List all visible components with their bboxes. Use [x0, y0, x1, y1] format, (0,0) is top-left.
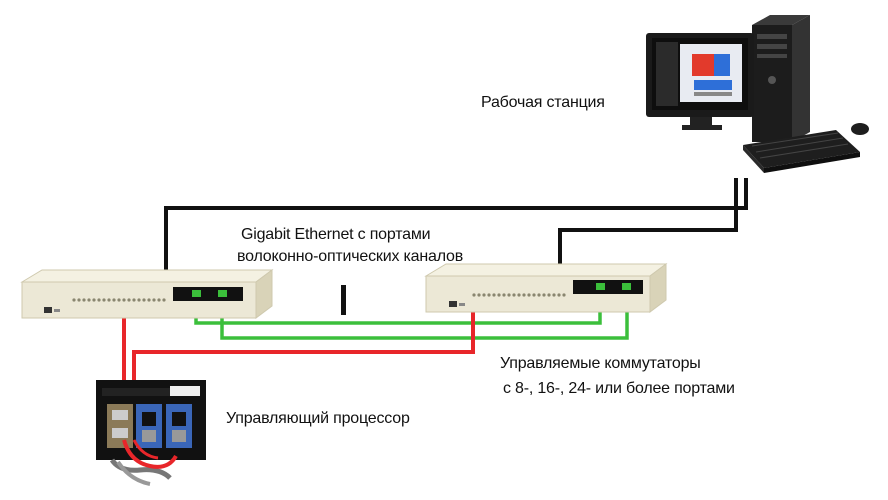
- control-processor-label: Управляющий процессор: [226, 410, 410, 427]
- ethernet-cable-left-switch: [164, 178, 748, 292]
- workstation-icon: [646, 15, 869, 173]
- managed-switches-label-line1: Управляемые коммутаторы: [500, 355, 701, 372]
- divider-mark: [341, 285, 346, 315]
- managed-switches-label-line2: с 8-, 16-, 24- или более портами: [503, 380, 735, 397]
- keyboard-icon: [743, 130, 860, 173]
- switch-icon: [20, 269, 274, 319]
- workstation-label: Рабочая станция: [481, 94, 605, 111]
- switch-icon: [424, 263, 668, 313]
- ethernet-cables: [164, 178, 748, 292]
- processor-icon: [96, 380, 206, 486]
- mouse-icon: [851, 123, 869, 135]
- gigabit-ethernet-label-line1: Gigabit Ethernet с портами: [241, 226, 431, 243]
- ethernet-cable-right-switch: [558, 178, 738, 284]
- gigabit-ethernet-label-line2: волоконно-оптических каналов: [237, 248, 464, 265]
